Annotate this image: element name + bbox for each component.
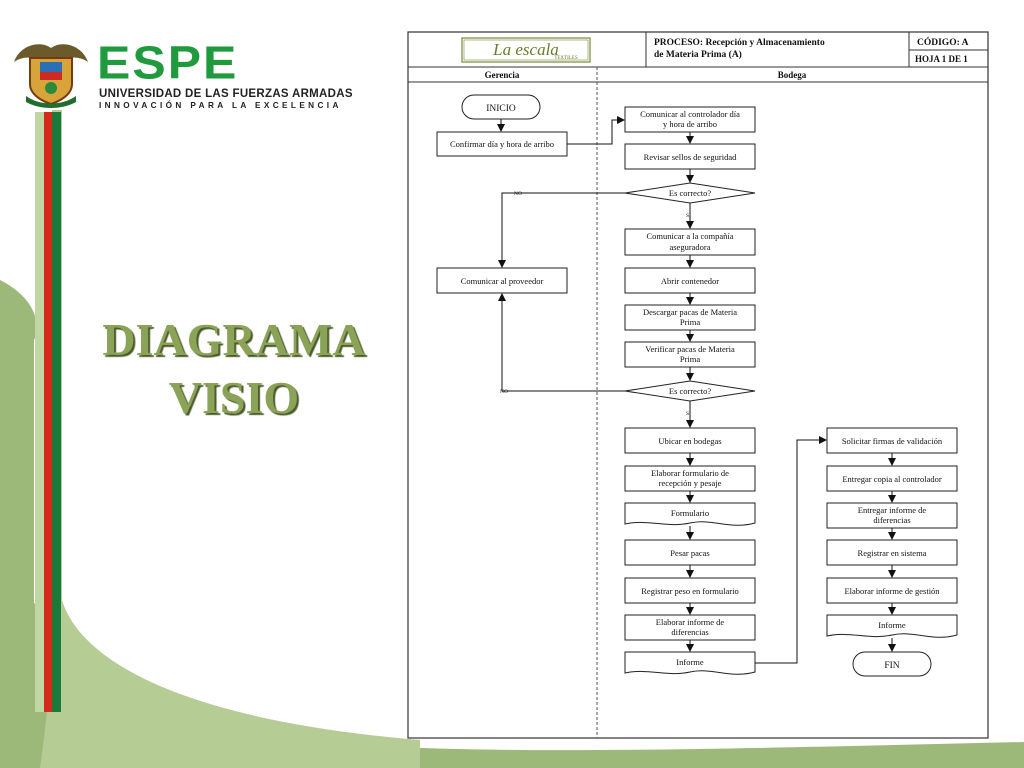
connector: [755, 436, 827, 664]
comunicar-controlador-line2: y hora de arribo: [663, 119, 717, 129]
elaborar-formulario-line2: recepción y pesaje: [659, 478, 722, 488]
document-formulario: [624, 502, 756, 526]
proveedor-label: Comunicar al proveedor: [461, 276, 544, 286]
si-1-label: SI: [686, 213, 691, 219]
espe-logo: ESPE: [97, 37, 239, 89]
verificar-line1: Verificar pacas de Materia: [645, 344, 735, 354]
lane-gerencia: Gerencia: [485, 70, 520, 80]
formulario-label: Formulario: [671, 508, 709, 518]
informe-2-label: Informe: [878, 620, 906, 630]
informe-1-label: Informe: [676, 657, 704, 667]
process-proveedor: [436, 267, 568, 294]
process-title-line1: PROCESO: Recepción y Almacenamiento: [654, 38, 825, 48]
entregar-informe-line1: Entregar informe de: [858, 505, 927, 515]
descargar-line2: Prima: [680, 317, 701, 327]
process-elaborar-gestion: [826, 577, 958, 604]
revisar-label: Revisar sellos de seguridad: [644, 152, 738, 162]
comunicar-controlador-line1: Comunicar al controlador día: [640, 109, 740, 119]
elaborar-gestion-label: Elaborar informe de gestión: [844, 586, 940, 596]
slide-title-line1: DIAGRAMA: [102, 314, 366, 365]
process-aseguradora: [624, 228, 756, 256]
connector-no-2: [498, 293, 625, 392]
light-stripe: [35, 112, 44, 712]
dark-green-stripe: [52, 112, 61, 712]
registrar-peso-label: Registrar peso en formulario: [641, 586, 738, 596]
decision-2-label: Es correcto?: [669, 386, 711, 396]
university-name: UNIVERSIDAD DE LAS FUERZAS ARMADAS: [99, 88, 353, 100]
confirmar-label: Confirmar día y hora de arribo: [450, 139, 554, 149]
aseguradora-line1: Comunicar a la compañía: [646, 231, 733, 241]
abrir-label: Abrir contenedor: [661, 276, 719, 286]
process-descargar: [624, 304, 756, 331]
process-entregar-copia: [826, 465, 958, 492]
process-registrar-sistema: [826, 539, 958, 566]
descargar-line1: Descargar pacas de Materia: [643, 307, 737, 317]
aseguradora-line2: aseguradora: [669, 242, 710, 252]
document-informe-2: [826, 614, 958, 638]
university-motto: INNOVACIÓN PARA LA EXCELENCIA: [99, 101, 342, 110]
entregar-copia-label: Entregar copia al controlador: [842, 474, 942, 484]
elaborar-informe-line2: diferencias: [671, 627, 708, 637]
no-2-label: NO: [500, 389, 508, 395]
connector-no-1: [498, 192, 625, 268]
process-comunicar-controlador: [624, 106, 756, 133]
company-logo-sub: TEXTILES: [554, 56, 578, 61]
process-revisar: [624, 143, 756, 170]
connector: [567, 116, 625, 145]
terminator-fin: [852, 651, 932, 677]
lane-bodega: Bodega: [778, 70, 807, 80]
fin-label: FIN: [884, 661, 899, 671]
registrar-sistema-label: Registrar en sistema: [858, 548, 927, 558]
pesar-label: Pesar pacas: [670, 548, 709, 558]
elaborar-formulario-line1: Elaborar formulario de: [651, 468, 729, 478]
code-label: CÓDIGO: A: [917, 36, 969, 48]
company-logo: La escala TEXTILES: [461, 37, 591, 63]
no-1-label: NO: [514, 191, 522, 197]
company-logo-text: La escala: [492, 40, 559, 59]
inicio-label: INICIO: [486, 104, 516, 114]
process-ubicar: [624, 427, 756, 454]
si-2-label: SI: [686, 411, 691, 417]
process-registrar-peso: [624, 577, 756, 604]
document-informe-1: [624, 651, 756, 675]
process-abrir: [624, 267, 756, 294]
process-confirmar: [436, 131, 568, 157]
entregar-informe-line2: diferencias: [873, 515, 910, 525]
process-verificar: [624, 341, 756, 368]
solicitar-firmas-label: Solicitar firmas de validación: [842, 436, 943, 446]
slide-title-line2: VISIO: [168, 372, 300, 423]
verificar-line2: Prima: [680, 354, 701, 364]
red-stripe: [44, 112, 52, 712]
sheet-label: HOJA 1 DE 1: [915, 54, 968, 64]
ubicar-label: Ubicar en bodegas: [658, 436, 721, 446]
green-swoosh-light: [40, 110, 420, 768]
decision-1-label: Es correcto?: [669, 188, 711, 198]
crest-icon: [14, 44, 88, 108]
elaborar-informe-line1: Elaborar informe de: [656, 617, 725, 627]
process-title-line2: de Materia Prima (A): [654, 49, 742, 60]
